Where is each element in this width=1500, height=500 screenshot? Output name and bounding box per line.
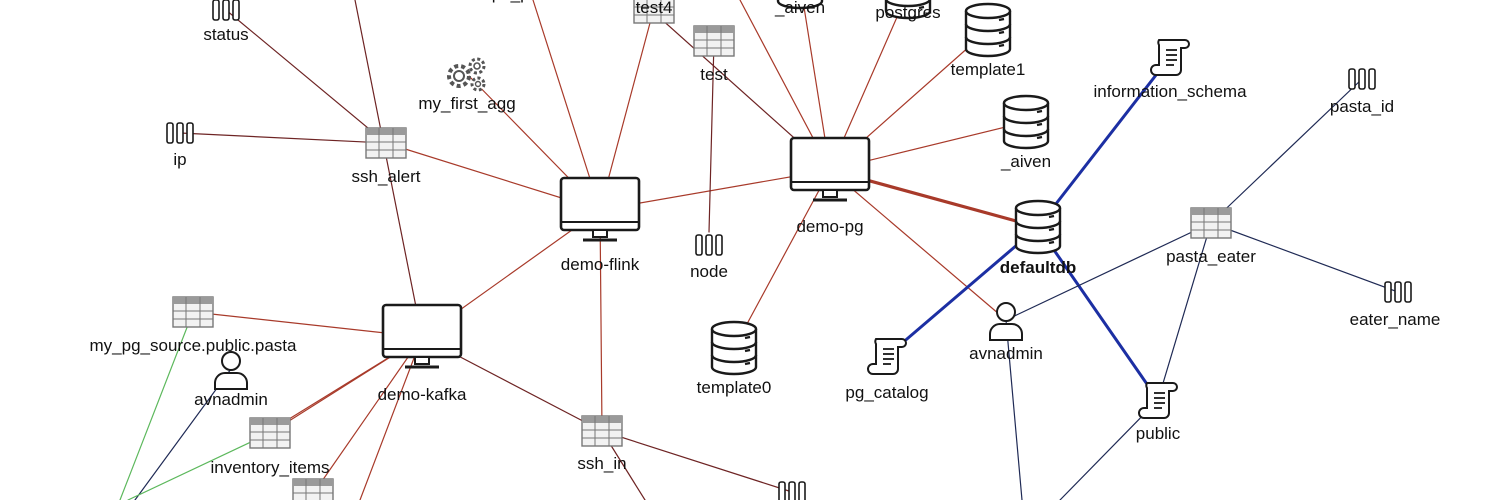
- edge-ssh_in-bottom_column: [601, 430, 793, 493]
- edge-pasta_eater-public: [1157, 222, 1212, 401]
- node-label-avnadmin-left: avnadmin: [194, 390, 268, 409]
- database-icon[interactable]: [709, 320, 759, 376]
- service-monitor-icon[interactable]: [381, 303, 463, 371]
- node-label-avnadmin-right: avnadmin: [969, 344, 1043, 363]
- table-icon[interactable]: [632, 0, 676, 25]
- database-icon[interactable]: [883, 0, 933, 20]
- table-icon[interactable]: [248, 416, 292, 450]
- node-label-demo-pg: demo-pg: [796, 217, 864, 236]
- edge-avnadmin_right-offscreen: [1005, 319, 1023, 500]
- node-label-inventory-items: inventory_items: [210, 458, 330, 477]
- database-icon[interactable]: [1013, 199, 1063, 255]
- node-label-pg-catalog: pg_catalog: [845, 383, 929, 402]
- edge-inventory_items-offscreen: [127, 432, 271, 500]
- table-icon[interactable]: [580, 414, 624, 448]
- edge-pasta_eater-pasta_id: [1210, 78, 1363, 224]
- edge-demo_flink-test4: [599, 7, 655, 211]
- node-label-aiven-top: _aiven: [774, 0, 826, 17]
- database-icon[interactable]: [1001, 94, 1051, 150]
- node-label-public: public: [1135, 424, 1181, 443]
- edge-test-offscreen: [708, 40, 715, 233]
- edge-pasta_eater-eater_name: [1210, 222, 1399, 293]
- node-label-defaultdb: defaultdb: [999, 258, 1077, 277]
- edge-defaultdb-pg_catalog: [885, 225, 1040, 358]
- node-label-pasta-eater: pasta_eater: [1166, 247, 1256, 266]
- user-icon[interactable]: [211, 347, 251, 391]
- schema-scroll-icon[interactable]: [866, 335, 908, 377]
- node-label-demo-kafka: demo-kafka: [377, 385, 467, 404]
- edge-demo_pg-avnadmin_right: [829, 169, 1007, 321]
- edge-demo_flink-offscreen: [532, 0, 601, 211]
- column-icon[interactable]: [1347, 66, 1377, 92]
- table-icon[interactable]: [291, 477, 335, 500]
- edge-pasta_eater-avnadmin_right: [1005, 222, 1212, 321]
- edge-avnadmin_left-offscreen: [134, 368, 232, 500]
- edge-ssh_alert-ip: [179, 132, 387, 144]
- node-label-template1: template1: [950, 60, 1026, 79]
- node-label-my-first-agg: my_first_agg: [418, 94, 516, 113]
- table-icon[interactable]: [1189, 206, 1233, 240]
- node-label-postgres: postgres: [875, 3, 941, 22]
- user-icon[interactable]: [986, 298, 1026, 342]
- schema-scroll-icon[interactable]: [1137, 379, 1179, 421]
- node-label-template0: template0: [696, 378, 772, 397]
- gears-icon[interactable]: [443, 54, 491, 94]
- service-monitor-icon[interactable]: [789, 136, 871, 204]
- table-icon[interactable]: [364, 126, 408, 160]
- node-label-status: status: [203, 25, 249, 44]
- node-label-ip: ip: [173, 150, 187, 169]
- node-label-ssh-in: ssh_in: [577, 454, 627, 473]
- edge-defaultdb-public: [1036, 225, 1160, 402]
- edge-demo_kafka-bottom_table: [312, 336, 423, 495]
- node-label-ssh-alert: ssh_alert: [351, 167, 421, 186]
- column-icon[interactable]: [165, 120, 195, 146]
- edge-ssh_alert-status: [225, 9, 387, 144]
- database-icon[interactable]: [963, 2, 1013, 58]
- node-label-node: node: [690, 262, 728, 281]
- node-label-demo-flink: demo-flink: [560, 255, 640, 274]
- column-icon[interactable]: [211, 0, 241, 23]
- schema-scroll-icon[interactable]: [1149, 36, 1191, 78]
- node-label-pasta-id: pasta_id: [1329, 97, 1395, 116]
- node-label-my-pg-source: my_pg_source.public.pasta: [89, 336, 297, 355]
- edge-demo_kafka-offscreen: [359, 336, 423, 500]
- column-icon[interactable]: [694, 232, 724, 258]
- column-icon[interactable]: [1383, 279, 1413, 305]
- service-monitor-icon[interactable]: [559, 176, 641, 244]
- column-icon[interactable]: [777, 479, 807, 500]
- node-label-test: test: [700, 65, 728, 84]
- edge-demo_flink-ssh_in: [599, 209, 603, 432]
- node-label-test4: test4: [635, 0, 673, 17]
- edge-defaultdb-information_schema: [1036, 55, 1172, 229]
- node-label-eater-name: eater_name: [1349, 310, 1441, 329]
- node-label-cpu-percent: cpu_percent: [483, 0, 577, 4]
- node-label-aiven-mid: _aiven: [1000, 152, 1052, 171]
- edge-demo_kafka-offscreen: [354, 0, 423, 338]
- table-icon[interactable]: [171, 295, 215, 329]
- edge-my_pg_source-offscreen: [119, 311, 194, 500]
- node-label-information-schema: information_schema: [1093, 82, 1247, 101]
- database-icon[interactable]: [775, 0, 825, 10]
- table-icon[interactable]: [692, 24, 736, 58]
